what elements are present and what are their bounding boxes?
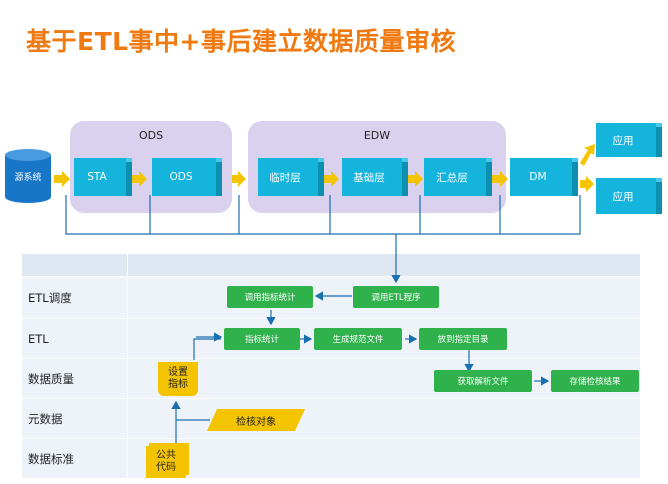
summary-layer-label: 汇总层 [436, 171, 468, 184]
check-object-shape [207, 409, 305, 431]
page-title: 基于ETL事中+事后建立数据质量审核 [26, 27, 457, 56]
row-divider [22, 398, 640, 399]
app-box-2: 应用 [596, 178, 662, 214]
table-header-bar [22, 254, 640, 276]
set-metric-doc: 设置 指标 [158, 362, 198, 396]
database-icon [5, 149, 51, 203]
app-label-2: 应用 [612, 190, 634, 203]
dm-box: DM [510, 158, 578, 196]
row-divider [22, 318, 640, 319]
step-stats: 指标统计 [224, 328, 300, 350]
ods-label: ODS [169, 171, 193, 183]
row-label-data-quality: 数据质量 [28, 371, 74, 386]
tmp-layer-box: 临时层 [258, 158, 324, 196]
row-label-etl-schedule: ETL调度 [28, 290, 72, 305]
row-label-metadata: 元数据 [28, 411, 63, 426]
sta-box: STA [74, 158, 132, 196]
step-parse-file: 获取解析文件 [434, 370, 532, 392]
dm-label: DM [529, 171, 547, 183]
edw-group-label: EDW [363, 129, 391, 142]
row-divider [22, 276, 640, 277]
ods-box: ODS [152, 158, 222, 196]
row-label-etl: ETL [28, 331, 49, 346]
check-object-label: 检核对象 [236, 416, 276, 428]
process-table [22, 254, 640, 478]
step-put-dir: 放到指定目录 [419, 328, 507, 350]
app-box-1: 应用 [596, 123, 662, 157]
summary-layer-box: 汇总层 [424, 158, 492, 196]
source-system-label: 源系统 [14, 173, 42, 183]
row-divider [22, 438, 640, 439]
row-divider [22, 358, 640, 359]
sta-label: STA [87, 171, 107, 183]
step-call-etl: 调用ETL程序 [353, 286, 439, 308]
step-gen-spec: 生成规范文件 [314, 328, 402, 350]
step-call-stats: 调用指标统计 [227, 286, 313, 308]
app-label-1: 应用 [612, 134, 634, 147]
table-col-divider [127, 254, 128, 478]
row-label-data-standard: 数据标准 [28, 451, 74, 466]
source-system-cylinder: 源系统 [4, 148, 52, 204]
tmp-layer-label: 临时层 [269, 171, 301, 184]
base-layer-box: 基础层 [342, 158, 408, 196]
public-code-doc: 公共 代码 [146, 446, 186, 478]
base-layer-label: 基础层 [353, 171, 385, 184]
ods-group-label: ODS [138, 129, 164, 142]
step-store-result: 存储检核结果 [551, 370, 639, 392]
